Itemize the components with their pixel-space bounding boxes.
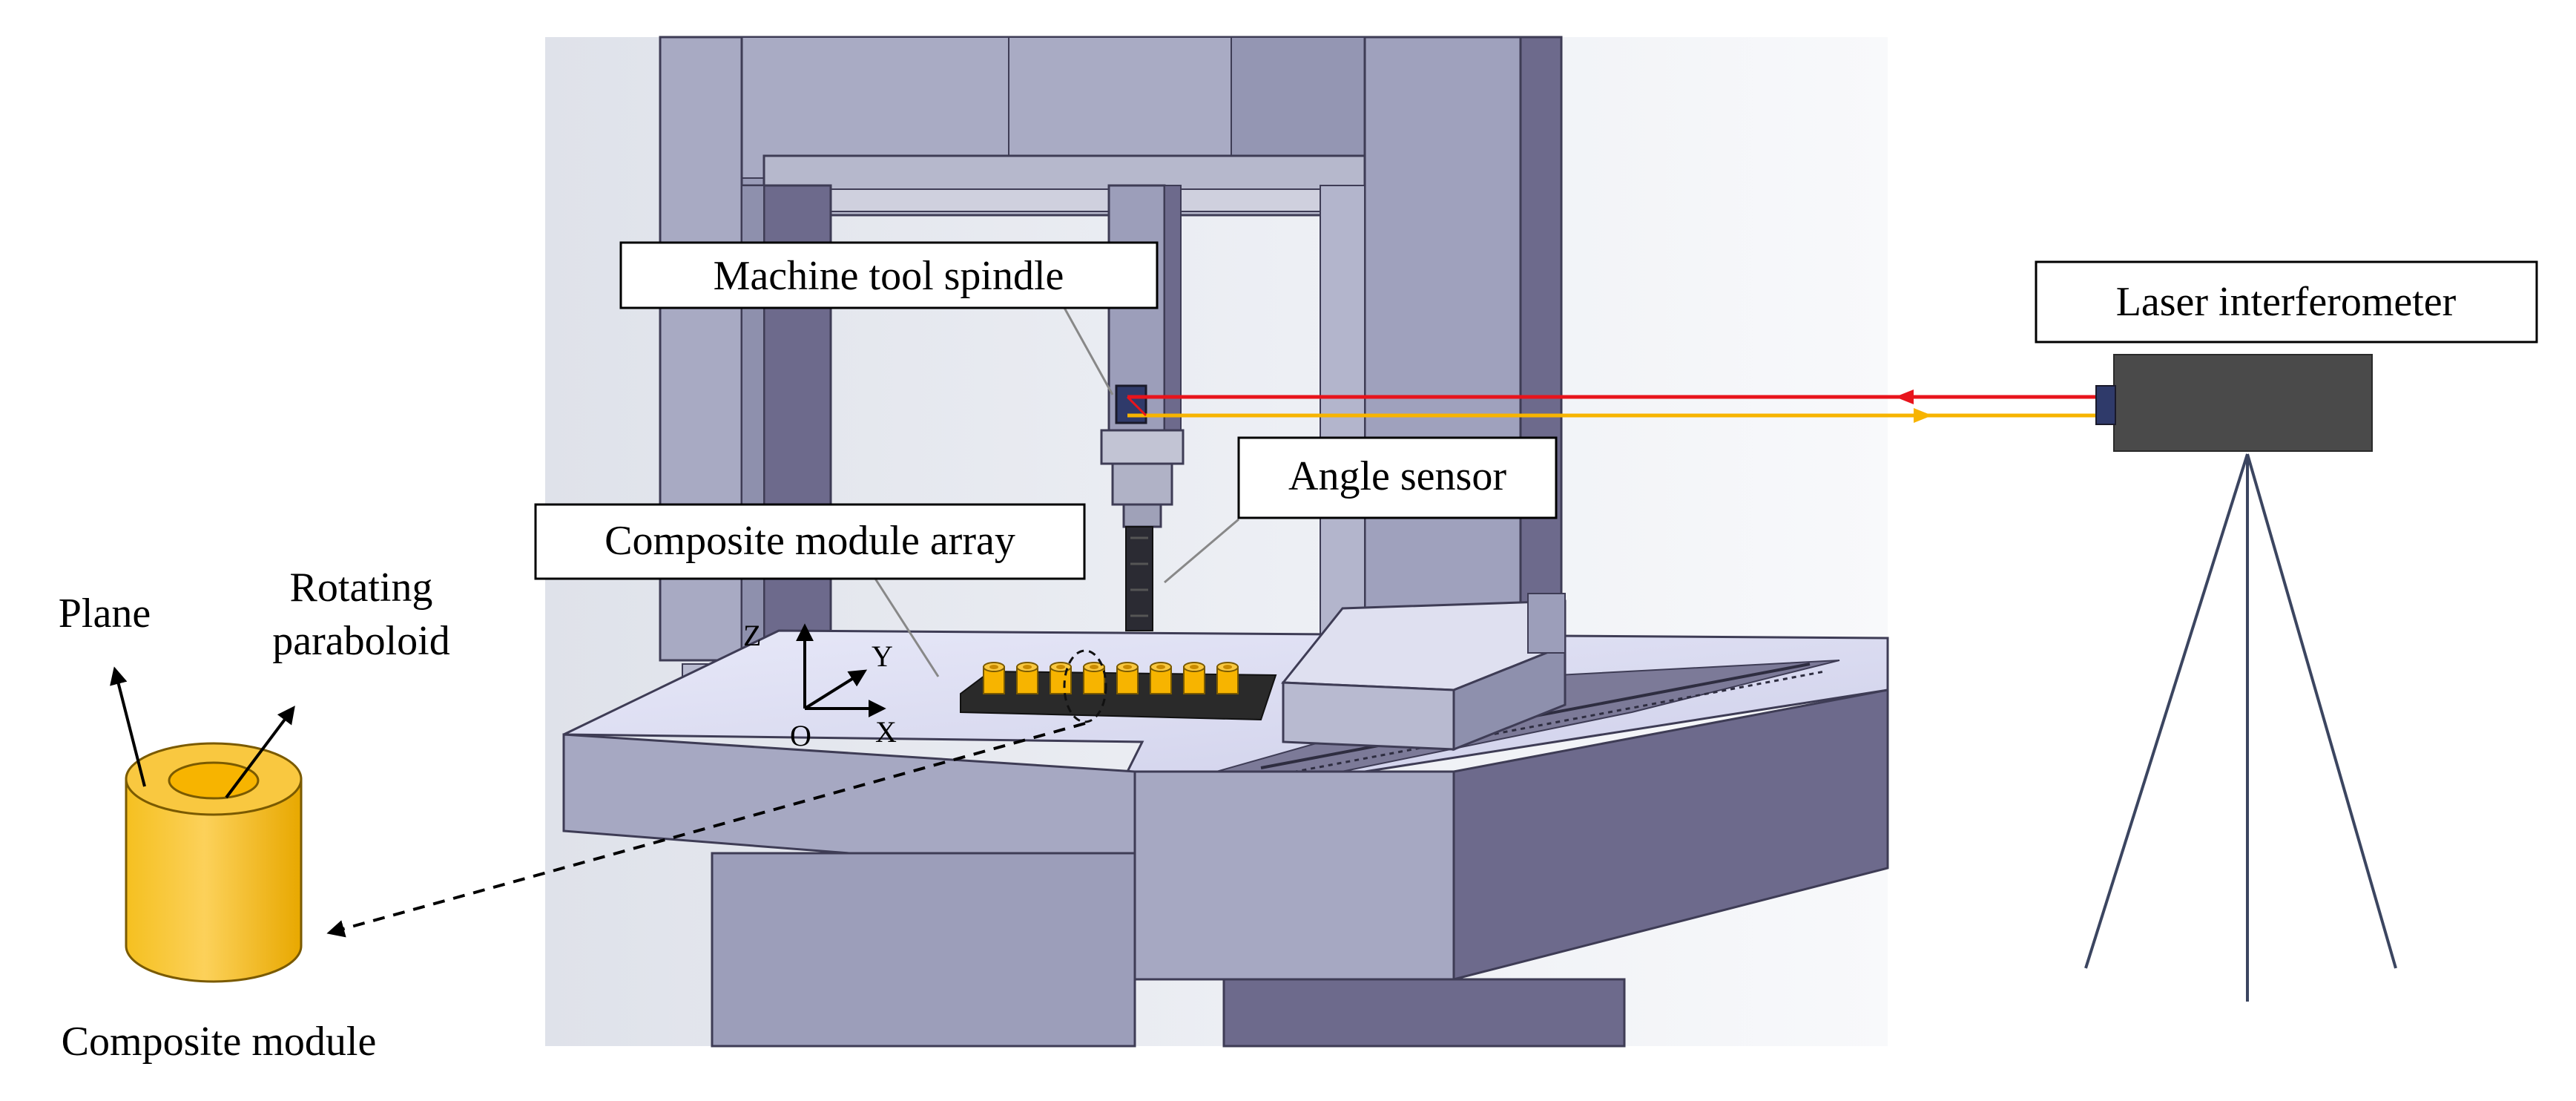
array-module bbox=[1016, 662, 1038, 694]
spindle-chuck bbox=[1122, 503, 1162, 528]
interferometer-lens bbox=[2095, 385, 2116, 425]
paraboloid-pointer-arrow bbox=[225, 706, 295, 799]
composite-module-detail bbox=[110, 666, 1086, 983]
origin-label: O bbox=[790, 719, 811, 752]
module-array-label-box bbox=[534, 503, 1086, 580]
rotating-label-line2: paraboloid bbox=[272, 618, 449, 664]
laser-red-arrow bbox=[1895, 390, 1914, 404]
interferometer-label-text: Laser interferometer bbox=[2116, 279, 2457, 325]
spindle-holder bbox=[1111, 462, 1173, 506]
plane-label: Plane bbox=[59, 591, 151, 637]
module-array-leader bbox=[874, 578, 940, 677]
interferometer-body bbox=[2113, 354, 2373, 452]
array-module bbox=[1116, 662, 1139, 694]
y-axis-label: Y bbox=[872, 640, 893, 673]
array-module bbox=[1216, 662, 1239, 694]
array-module bbox=[1083, 662, 1105, 694]
plane-pointer-arrow bbox=[110, 666, 146, 787]
spindle-column-side bbox=[1164, 185, 1182, 431]
spindle-leader bbox=[1063, 307, 1114, 395]
crossbeam-under bbox=[763, 188, 1366, 212]
laser-beams bbox=[1126, 390, 2099, 423]
gantry-top-face bbox=[689, 36, 1009, 179]
spindle-collar bbox=[1100, 429, 1185, 465]
z-axis-label: Z bbox=[743, 619, 761, 652]
leader-lines bbox=[874, 307, 1239, 677]
module-cylinder-body bbox=[125, 778, 303, 983]
angle-sensor-label-box bbox=[1237, 436, 1558, 519]
right-column-front bbox=[1363, 36, 1522, 647]
machine-base-left bbox=[711, 852, 1136, 1048]
spindle-label-box bbox=[619, 241, 1159, 309]
table-side-right bbox=[1452, 688, 1889, 981]
spindle-label-text: Machine tool spindle bbox=[714, 253, 1064, 299]
x-axis-label: X bbox=[875, 715, 897, 749]
array-module bbox=[1183, 662, 1205, 694]
highlighted-module-circle bbox=[1063, 649, 1107, 723]
y-axis-arrow bbox=[803, 669, 868, 710]
array-module bbox=[1150, 662, 1172, 694]
label-composite-module-array: Composite module array bbox=[534, 503, 1086, 580]
gantry-top-face-2 bbox=[1008, 36, 1232, 179]
angle-sensor-housing-front bbox=[1282, 681, 1455, 751]
label-angle-sensor: Angle sensor bbox=[1237, 436, 1558, 519]
coordinate-axes: Z Y X O bbox=[743, 619, 897, 752]
composite-module-array bbox=[960, 649, 1277, 723]
label-laser-interferometer: Laser interferometer bbox=[2035, 260, 2538, 344]
laser-yellow-arrow bbox=[1914, 408, 1932, 423]
interferometer-label-box bbox=[2035, 260, 2538, 344]
module-paraboloid-cavity bbox=[168, 761, 260, 800]
module-array-label-text: Composite module array bbox=[605, 518, 1015, 564]
label-machine-tool-spindle: Machine tool spindle bbox=[619, 241, 1159, 309]
right-column-side bbox=[1519, 36, 1563, 647]
angle-sensor-label-text: Angle sensor bbox=[1288, 453, 1506, 499]
rotating-label-line1: Rotating bbox=[290, 565, 433, 611]
angle-sensor-probe bbox=[1125, 526, 1153, 631]
laser-interferometer bbox=[2084, 354, 2397, 1002]
tripod bbox=[2084, 453, 2397, 1002]
table-front-right bbox=[1133, 770, 1455, 981]
array-module bbox=[1050, 662, 1072, 694]
array-module bbox=[983, 662, 1005, 694]
angle-sensor-leader bbox=[1164, 518, 1239, 584]
angle-sensor-housing-side bbox=[1452, 643, 1567, 752]
machine-base-right bbox=[1222, 978, 1626, 1048]
module-callout-dashed-arrow bbox=[326, 722, 1086, 938]
composite-module-label: Composite module bbox=[62, 1019, 377, 1065]
machine-tool bbox=[545, 36, 1889, 1048]
angle-sensor-post bbox=[1527, 593, 1566, 654]
